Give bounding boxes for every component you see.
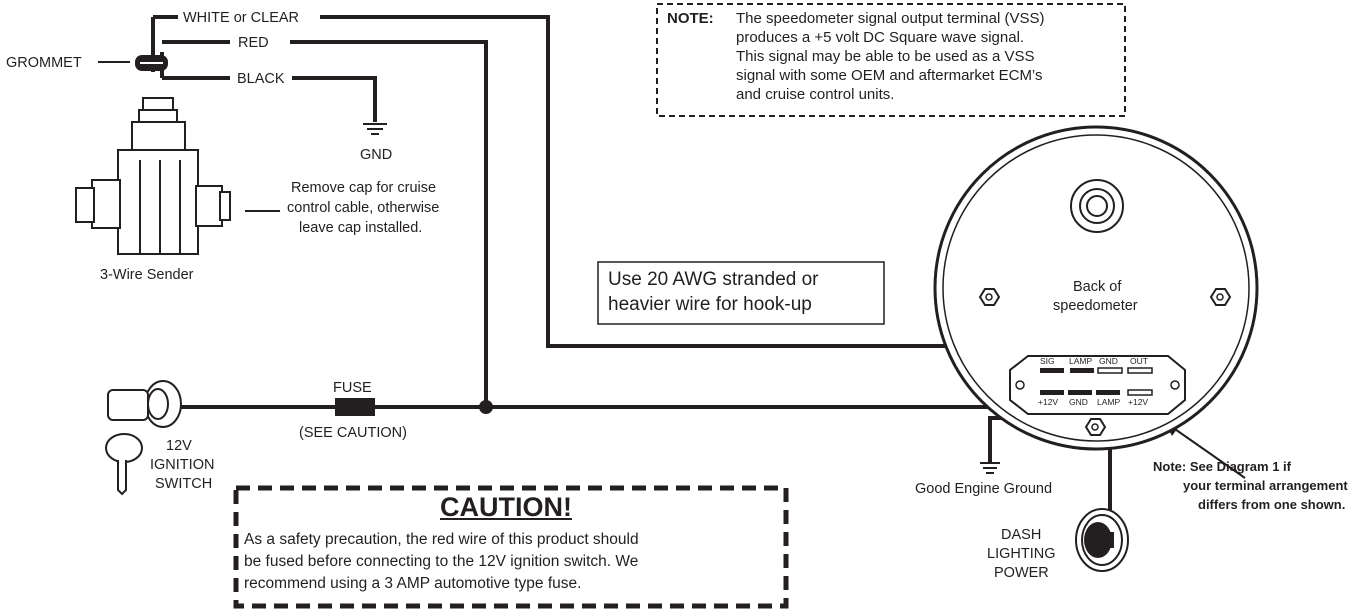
terminal-label-lamp-top: LAMP: [1069, 356, 1092, 366]
vss-note-box: NOTE: The speedometer signal output term…: [657, 4, 1125, 116]
caution-box: CAUTION! As a safety precaution, the red…: [236, 488, 786, 606]
black-wire-label: BLACK: [237, 71, 285, 87]
red-wire-label: RED: [238, 35, 269, 51]
ignition-label-2: IGNITION: [150, 457, 214, 473]
terminal-gnd-top: [1097, 367, 1123, 374]
ignition-label-3: SWITCH: [155, 476, 212, 492]
terminal-label-out: OUT: [1130, 356, 1148, 366]
engine-ground-icon: [980, 462, 1000, 474]
terminal-12v: [1040, 390, 1064, 395]
dash-lighting-label-1: DASH: [1001, 527, 1041, 543]
note-box-border: [656, 3, 1126, 117]
engine-ground-label: Good Engine Ground: [915, 481, 1052, 497]
fuse-icon: [335, 398, 375, 416]
red-wire: [162, 40, 488, 407]
note-line-1: The speedometer signal output terminal (…: [736, 10, 1045, 27]
terminal-lamp-bottom: [1096, 390, 1120, 395]
note-line-4: signal with some OEM and aftermarket ECM…: [736, 67, 1043, 84]
wire-gauge-box: Use 20 AWG stranded or heavier wire for …: [598, 262, 884, 324]
fuse-label: FUSE: [333, 380, 372, 396]
note-line-5: and cruise control units.: [736, 86, 895, 103]
ground-symbol-icon: [363, 123, 387, 135]
caution-line-2: be fused before connecting to the 12V ig…: [244, 553, 639, 570]
terminal-12v-unused: [1127, 389, 1153, 396]
mount-nut-right: [1209, 288, 1232, 306]
terminal-label-sig: SIG: [1040, 356, 1055, 366]
dash-lighting-label-2: LIGHTING: [987, 546, 1055, 562]
mount-nut-left: [978, 288, 1001, 306]
ignition-label-1: 12V: [166, 438, 192, 454]
caution-box-border: [233, 485, 789, 609]
power-wire: [180, 392, 1047, 409]
sender-label: 3-Wire Sender: [100, 267, 194, 283]
terminal-label-12v: +12V: [1038, 397, 1058, 407]
terminal-out: [1127, 367, 1153, 374]
dash-lighting-label-3: POWER: [994, 565, 1049, 581]
black-wire: [160, 52, 377, 122]
terminal-gnd-bottom: [1068, 390, 1092, 395]
see-caution-label: (SEE CAUTION): [299, 425, 407, 441]
ignition-switch-icon: [105, 380, 182, 496]
cap-note-line-3: leave cap installed.: [299, 220, 422, 236]
speedometer-cable-fitting: [1070, 179, 1124, 233]
wire-gauge-line-1: Use 20 AWG stranded or: [608, 269, 819, 290]
speedometer-back: [933, 125, 1259, 451]
mount-nut-bottom: [1084, 418, 1107, 436]
speedometer-label-2: speedometer: [1053, 298, 1138, 314]
grommet-label: GROMMET: [6, 55, 82, 71]
grommet-icon: [135, 55, 168, 71]
caution-line-1: As a safety precaution, the red wire of …: [244, 531, 639, 548]
diagram-note-line-3: differs from one shown.: [1198, 497, 1345, 512]
note-line-3: This signal may be able to be used as a …: [736, 48, 1035, 65]
terminal-lamp-top: [1070, 368, 1094, 373]
sender-icon: [75, 97, 231, 255]
caution-title: CAUTION!: [440, 492, 572, 522]
junction-dot: [479, 400, 493, 414]
terminal-label-gnd-top: GND: [1099, 356, 1118, 366]
note-heading: NOTE:: [667, 10, 714, 27]
cap-note-line-1: Remove cap for cruise: [291, 180, 436, 196]
note-line-2: produces a +5 volt DC Square wave signal…: [736, 29, 1025, 46]
terminal-label-12v-2: +12V: [1128, 397, 1148, 407]
gnd-label: GND: [360, 147, 392, 163]
dash-lamp-socket-icon: [1075, 508, 1129, 572]
terminal-sig: [1040, 368, 1064, 373]
speedometer-label-1: Back of: [1073, 279, 1122, 295]
diagram-note-line-1: Note: See Diagram 1 if: [1153, 459, 1292, 474]
diagram-note-line-2: your terminal arrangement: [1183, 478, 1348, 493]
caution-line-3: recommend using a 3 AMP automotive type …: [244, 575, 582, 592]
white-wire-label: WHITE or CLEAR: [183, 10, 299, 26]
wire-gauge-line-2: heavier wire for hook-up: [608, 294, 812, 315]
wire-box-border: [597, 261, 885, 325]
terminal-label-gnd-bottom: GND: [1069, 397, 1088, 407]
cap-note-line-2: control cable, otherwise: [287, 200, 439, 216]
terminal-label-lamp-bottom: LAMP: [1097, 397, 1120, 407]
